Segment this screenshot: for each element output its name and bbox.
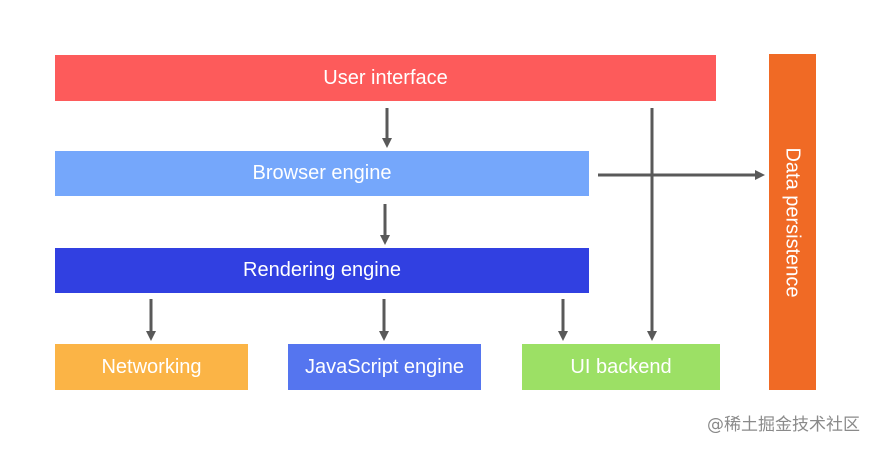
networking-label: Networking [101,355,202,378]
browser-engine-box: Browser engine [55,151,589,196]
javascript-engine-label: JavaScript engine [305,355,464,378]
data-persistence-box: Data persistence [769,54,816,390]
ui-backend-box: UI backend [522,344,720,390]
user-interface-box: User interface [55,55,716,101]
networking-box: Networking [55,344,248,390]
user-interface-label: User interface [323,66,448,89]
browser-engine-label: Browser engine [252,162,392,184]
javascript-engine-box: JavaScript engine [288,344,481,390]
rendering-engine-label: Rendering engine [243,259,401,281]
watermark-text: @稀土掘金技术社区 [707,415,860,435]
ui-backend-label: UI backend [570,355,672,378]
rendering-engine-box: Rendering engine [55,248,589,293]
